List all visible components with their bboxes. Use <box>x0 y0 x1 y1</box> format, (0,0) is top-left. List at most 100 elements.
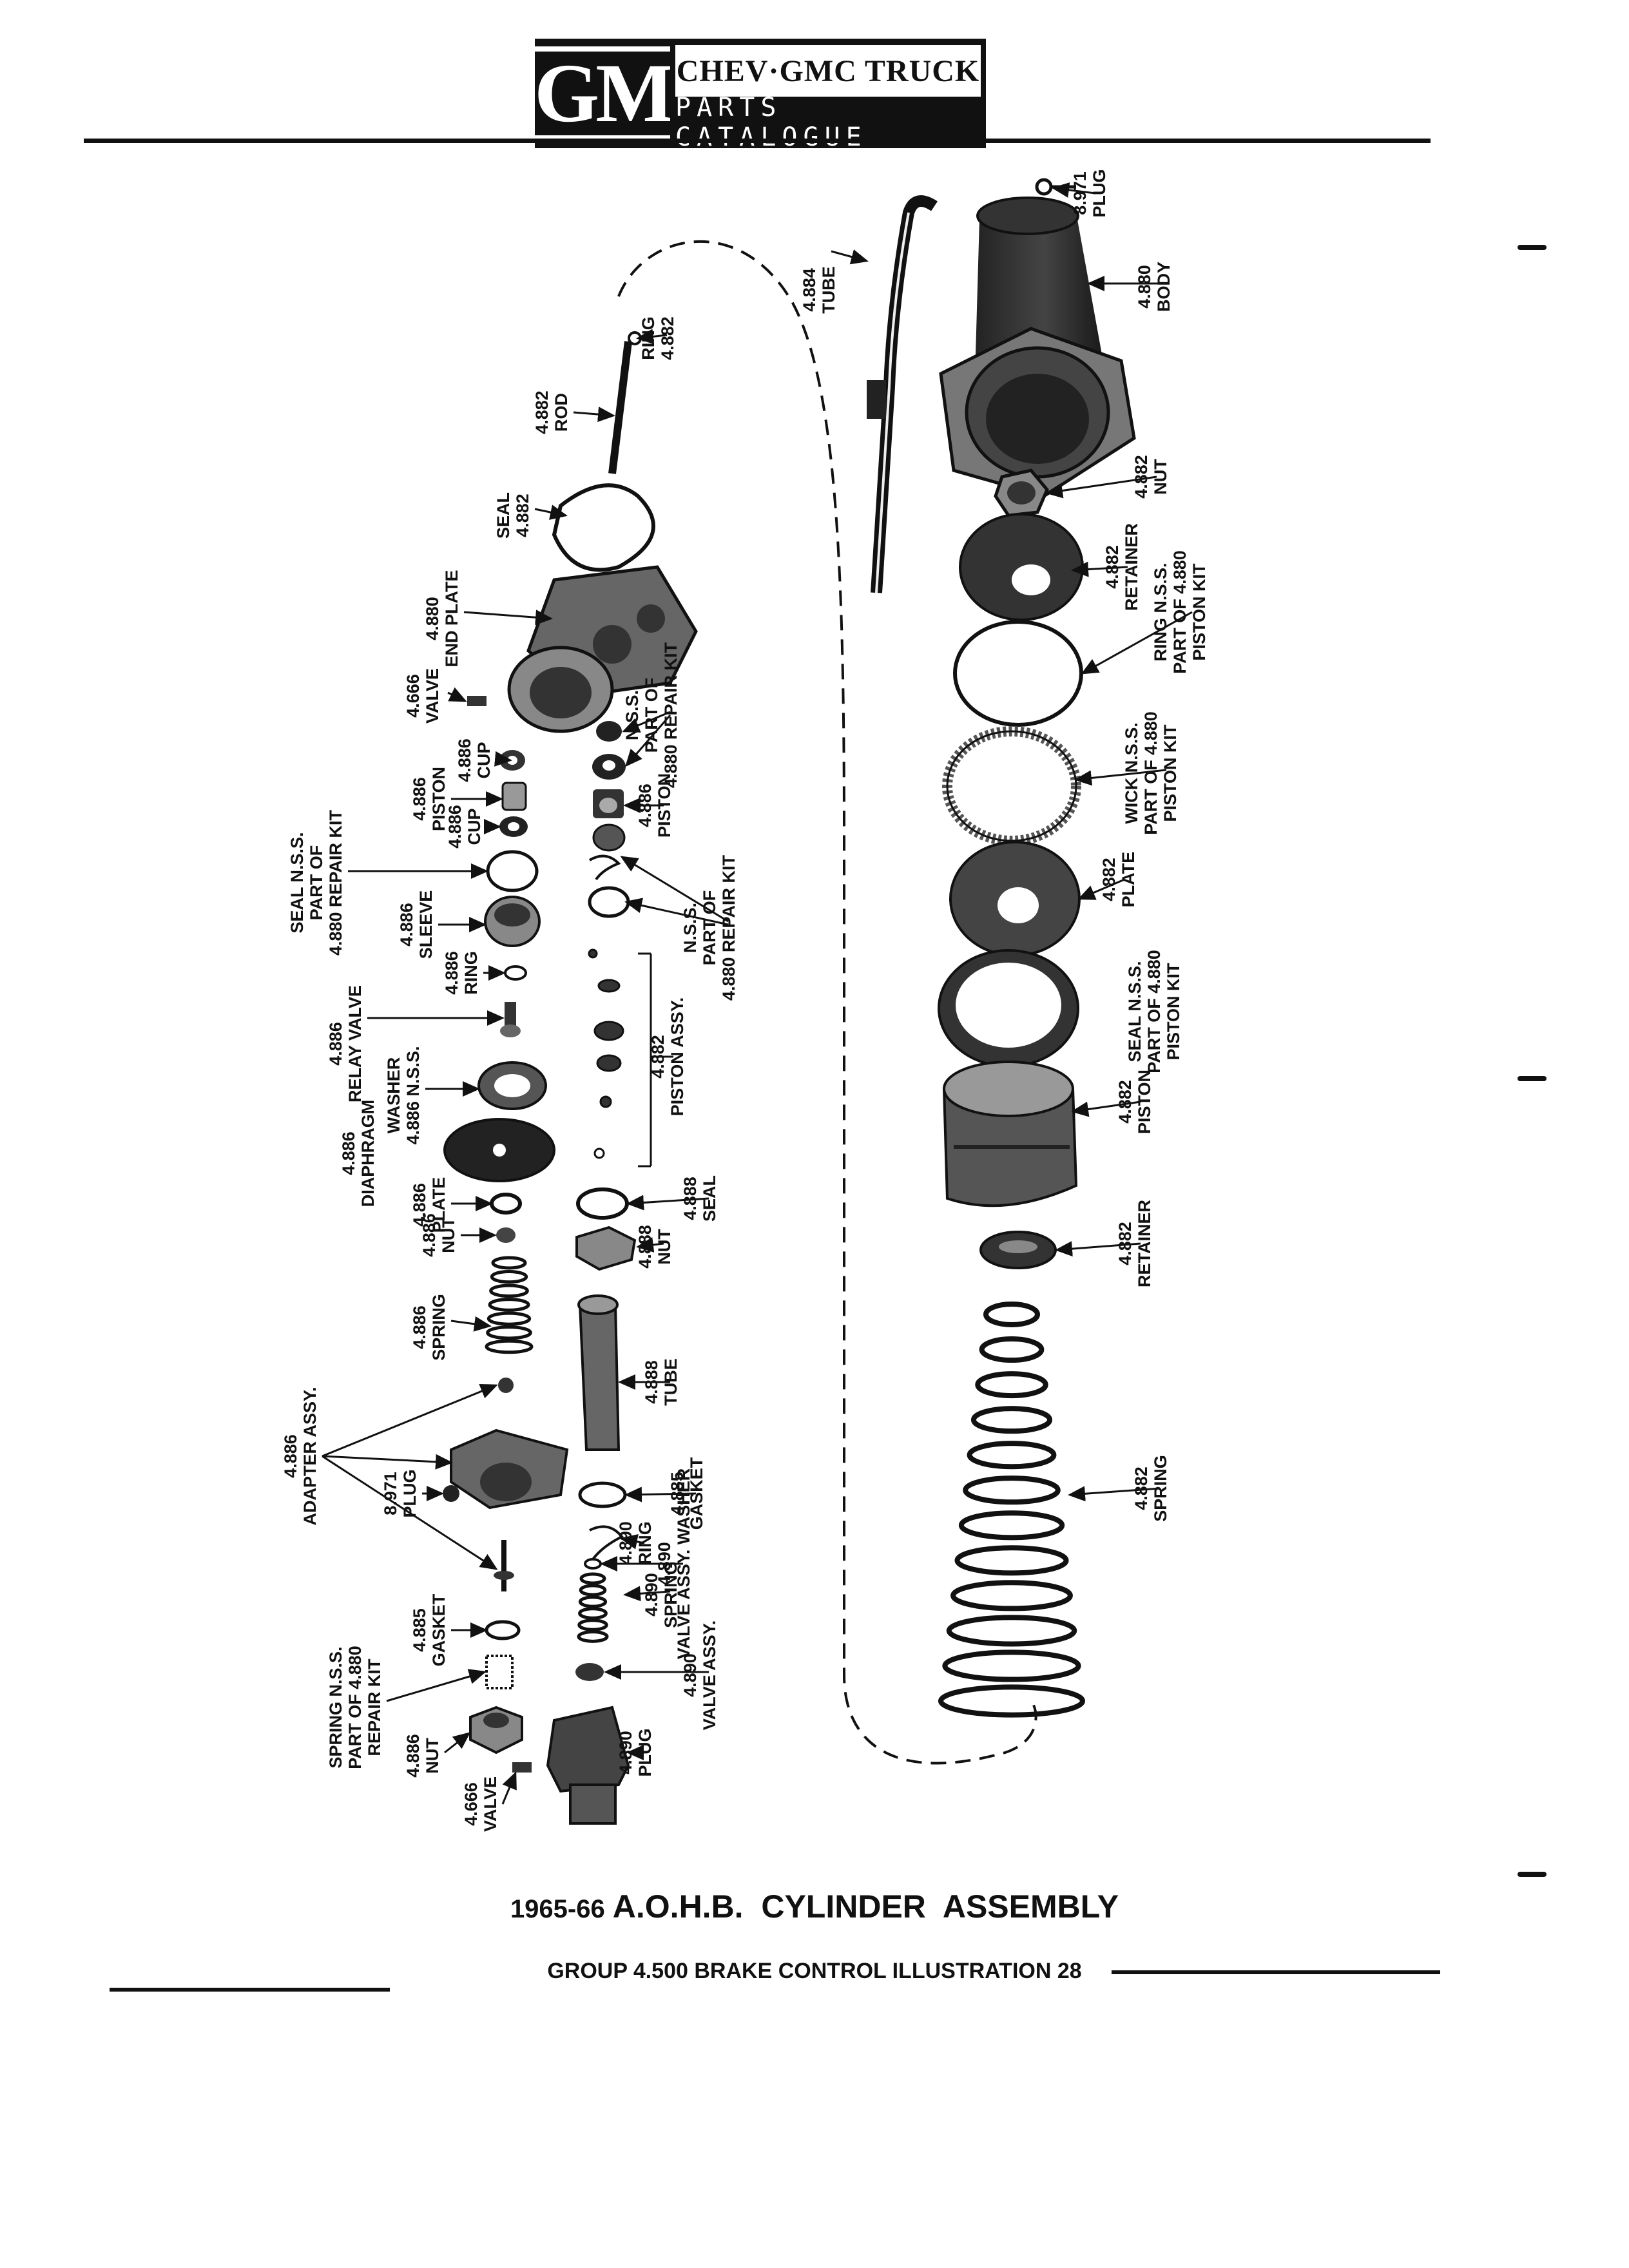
label-line: 4.882 <box>1099 858 1119 901</box>
label-line: 4.880 REPAIR KIT <box>661 642 680 788</box>
part-retainer-4882-top <box>959 513 1084 621</box>
label-line: 8.971 <box>1070 171 1090 215</box>
label-line: 4.886 <box>455 738 474 782</box>
footer-rule-left <box>110 1988 390 1992</box>
spring-coil <box>487 1311 532 1326</box>
label-line: PISTON ASSY. <box>668 997 687 1117</box>
part-tube-4884 <box>867 195 938 593</box>
label-line: PART OF 4.880 <box>1144 950 1164 1073</box>
spring-coil <box>578 1607 608 1620</box>
label-line: NUT <box>655 1229 674 1265</box>
spring-coil <box>950 1580 1073 1611</box>
part-seal-4888 <box>576 1187 629 1220</box>
label-line: 4.882 <box>532 390 552 434</box>
part-spring-4890 <box>577 1572 609 1643</box>
label-line: 4.885 <box>668 1472 687 1515</box>
part-tube-4888 <box>577 1294 621 1451</box>
label-line: 4.886 N.S.S. <box>403 1046 423 1144</box>
label-line: 4.886 <box>403 1734 423 1778</box>
gm-logo: GM <box>521 39 684 148</box>
spring-coil <box>578 1595 608 1608</box>
label-line: PART OF 4.880 <box>345 1646 365 1769</box>
spring-coil <box>579 1572 606 1585</box>
label-line: 4.882 <box>1103 545 1122 589</box>
edge-mark <box>1518 1076 1547 1081</box>
spring-coil <box>486 1325 532 1340</box>
figure-caption: 1965-66 A.O.H.B. CYLINDER ASSEMBLY <box>0 1888 1629 1925</box>
label-line: REPAIR KIT <box>365 1658 384 1756</box>
part-plug-8971-mid <box>443 1485 459 1502</box>
part-nut-4888 <box>575 1225 637 1271</box>
spring-coil <box>579 1584 607 1597</box>
spring-coil <box>946 1615 1077 1647</box>
part-piston-assy-4882 <box>588 948 624 1159</box>
label-line: RING N.S.S. <box>1151 562 1170 661</box>
part-plug-4890 <box>546 1706 630 1825</box>
label-line: SPRING <box>429 1294 448 1361</box>
label-line: BODY <box>1154 262 1173 312</box>
label-line: 4.666 <box>461 1782 481 1826</box>
label-line: 4.890 <box>616 1521 635 1565</box>
figure-subcaption: GROUP 4.500 BRAKE CONTROL ILLUSTRATION 2… <box>547 1959 1082 1983</box>
part-gasket-4885-right <box>578 1481 627 1508</box>
label-line: PLUG <box>400 1469 419 1517</box>
part-seal-nss-repair <box>486 850 539 892</box>
spring-coil <box>958 1510 1065 1541</box>
part-plate-4882 <box>949 841 1081 957</box>
label-line: ROD <box>552 393 571 432</box>
footer-rule-right <box>1112 1970 1440 1974</box>
part-diaphragm-4886 <box>443 1118 555 1182</box>
part-washer-4890 <box>584 1558 602 1570</box>
label-line: PISTON <box>1135 1070 1154 1134</box>
label-line: 4.886 <box>442 951 461 995</box>
part-valve-assy-4890 <box>575 1663 604 1681</box>
label-line: 4.886 <box>445 805 465 849</box>
label-line: SLEEVE <box>416 890 436 959</box>
part-retainer-4882-bottom <box>979 1231 1057 1269</box>
part-nss-small-top <box>592 721 626 780</box>
label-line: 4.882 <box>513 494 532 537</box>
label-line: RING <box>639 316 658 360</box>
label-line: 4.886 <box>410 1305 429 1349</box>
part-nss-clip <box>588 854 621 881</box>
spring-coil <box>485 1339 534 1354</box>
caption-title: A.O.H.B. CYLINDER ASSEMBLY <box>612 1888 1119 1925</box>
part-valve-4666-bottom <box>512 1762 532 1773</box>
label-line: 4.886 <box>281 1434 300 1478</box>
label-line: RING <box>635 1521 655 1565</box>
label-line: VALVE ASSY. WASHER <box>674 1468 693 1660</box>
part-valve-4666-top <box>467 696 487 706</box>
label-line: SPRING <box>1151 1455 1170 1522</box>
label-line: PISTON KIT <box>1164 963 1183 1061</box>
label-line: 4.880 <box>423 597 442 640</box>
header-title-top: CHEV·GMC TRUCK <box>675 45 981 97</box>
part-relay-valve-4886 <box>500 1002 521 1037</box>
spring-coil <box>490 1270 528 1284</box>
label-line: WICK N.S.S. <box>1122 722 1141 824</box>
label-line: N.S.S. <box>622 690 642 740</box>
label-line: PART OF <box>700 890 719 966</box>
label-line: VALVE <box>423 668 442 724</box>
spring-coil <box>577 1619 608 1631</box>
label-line: 4.890 <box>616 1731 635 1774</box>
label-line: GASKET <box>429 1593 448 1666</box>
part-nut-4882 <box>994 468 1049 517</box>
part-body-4880 <box>939 197 1136 498</box>
label-line: RING <box>461 951 481 995</box>
